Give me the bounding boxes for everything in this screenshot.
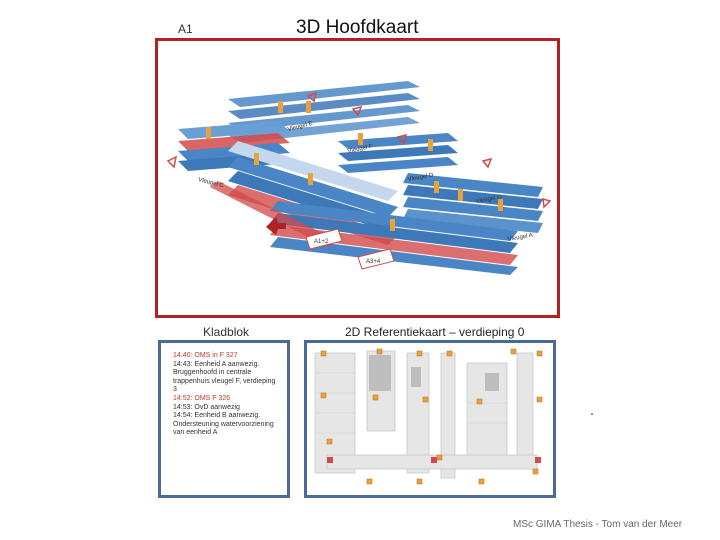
floorplan-entrances bbox=[327, 457, 541, 463]
panel-label: A1 bbox=[178, 22, 193, 36]
wing-label-f: Vleugel F bbox=[347, 144, 373, 155]
page-title: 3D Hoofdkaart bbox=[296, 17, 419, 38]
floorplan-drawing bbox=[314, 348, 543, 485]
main-3d-map[interactable]: Vleugel E Vleugel F Vleugel C Vleugel D … bbox=[155, 38, 560, 318]
footer-credit: MSc GIMA Thesis - Tom van der Meer bbox=[513, 519, 683, 530]
log-entry: Bruggenhoofd in centrale bbox=[173, 369, 252, 377]
entry-arrow-icon bbox=[266, 217, 286, 235]
wing-label-g: Vleugel G bbox=[475, 194, 502, 205]
zone-badge-a12: A1+2 bbox=[314, 239, 329, 245]
entrance-arrows bbox=[166, 91, 552, 209]
log-entry: 14:40: OMS in F 327 bbox=[173, 352, 238, 359]
reference-2d-map[interactable] bbox=[304, 340, 556, 498]
reference-map-title: 2D Referentiekaart – verdieping 0 bbox=[345, 325, 525, 339]
log-entry: trappenhuis vleugel F, verdieping bbox=[173, 377, 276, 385]
location-markers bbox=[206, 101, 503, 231]
wing-label-a: Vleugel A bbox=[507, 233, 533, 243]
log-entry: 14:54: Eenheid B aanwezig. bbox=[173, 412, 261, 420]
log-entry: 14:52: OMS F 326 bbox=[173, 394, 231, 402]
wing-label-d: Vleugel D bbox=[407, 172, 434, 183]
log-entry: 3 bbox=[173, 386, 177, 394]
log-entry: 14:53: OvD aanwezig bbox=[173, 403, 240, 411]
log-entry: 14:43: Eenheid A aanwezig. bbox=[173, 360, 260, 368]
zone-badges: A1+2 A3+4 bbox=[305, 228, 395, 270]
notepad-panel[interactable]: 14:40: OMS in F 327 14:43: Eenheid A aan… bbox=[158, 340, 290, 498]
log-entry: Ondersteuning watervoorziening bbox=[173, 420, 274, 428]
floorplan-markers bbox=[320, 348, 543, 485]
decorative-dot bbox=[591, 413, 593, 415]
zone-badge-a34: A3+4 bbox=[366, 259, 381, 265]
building-layers bbox=[178, 81, 543, 275]
map-3d-drawing: Vleugel E Vleugel F Vleugel C Vleugel D … bbox=[166, 81, 552, 275]
log-entry: van eenheid A bbox=[173, 429, 218, 437]
notepad-title: Kladblok bbox=[203, 325, 250, 339]
